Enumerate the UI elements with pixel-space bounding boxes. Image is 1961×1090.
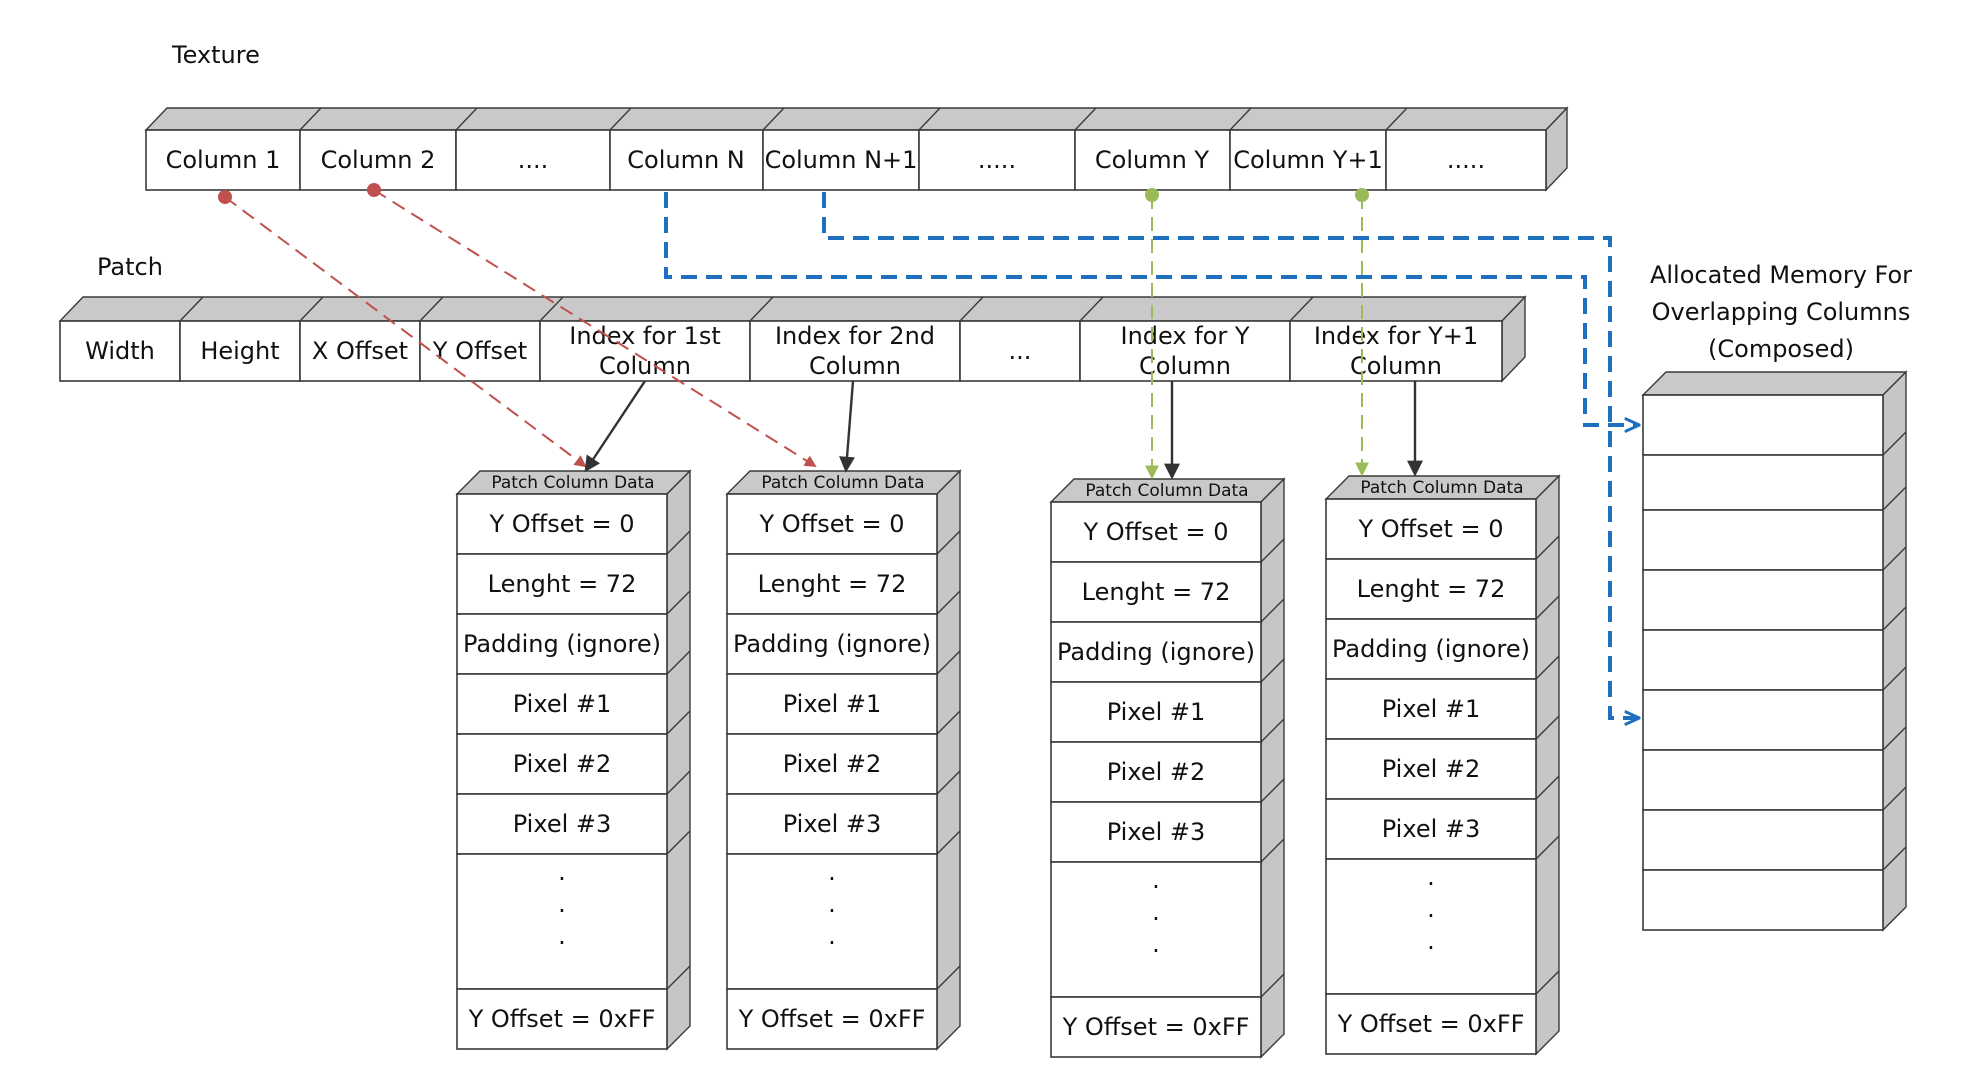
stack-1-row-length: Lenght = 72 bbox=[488, 570, 637, 598]
stack-1-dot-1: . bbox=[558, 858, 566, 886]
stack-2-row-length: Lenght = 72 bbox=[758, 570, 907, 598]
stack-1-header: Patch Column Data bbox=[491, 473, 654, 493]
texture-row: Column 1 Column 2 .... Column N Column N… bbox=[144, 106, 1569, 192]
stack-1-row-pixel-2: Pixel #2 bbox=[513, 750, 612, 778]
stack-3-dot-3: . bbox=[1152, 930, 1160, 958]
stack-3-header: Patch Column Data bbox=[1085, 481, 1248, 501]
texture-cell-ellipsis-1: .... bbox=[518, 146, 549, 174]
patch-cell-index-2nd-line2: Column bbox=[809, 352, 901, 380]
stack-4-dot-2: . bbox=[1427, 895, 1435, 923]
texture-cell-ellipsis-3: ..... bbox=[1447, 146, 1485, 174]
stack-3-row-pixel-3: Pixel #3 bbox=[1107, 818, 1206, 846]
allocated-title-line3: (Composed) bbox=[1708, 335, 1854, 363]
green-link-column-y-origin bbox=[1145, 188, 1159, 202]
blue-connectors bbox=[664, 192, 1638, 718]
stack-2-dot-1: . bbox=[828, 858, 836, 886]
texture-cell-column-y: Column Y bbox=[1095, 146, 1210, 174]
stack-1-row-pixel-1: Pixel #1 bbox=[513, 690, 612, 718]
patch-column-stack-3: Patch Column Data Y Offset = 0 Lenght = … bbox=[1049, 477, 1286, 1059]
patch-cell-index-1st-line2: Column bbox=[599, 352, 691, 380]
stack-2-row-y-offset: Y Offset = 0 bbox=[758, 510, 904, 538]
patch-cell-x-offset: X Offset bbox=[312, 337, 408, 365]
texture-cell-column-n-plus-1: Column N+1 bbox=[765, 146, 918, 174]
stack-3-dot-2: . bbox=[1152, 898, 1160, 926]
stack-4-row-pixel-2: Pixel #2 bbox=[1382, 755, 1481, 783]
red-link-column-1 bbox=[224, 196, 587, 468]
stack-3-dot-1: . bbox=[1152, 866, 1160, 894]
patch-column-stack-2: Patch Column Data Y Offset = 0 Lenght = … bbox=[725, 469, 962, 1051]
stack-3-row-padding: Padding (ignore) bbox=[1057, 638, 1255, 666]
patch-cell-index-y-line1: Index for Y bbox=[1121, 322, 1250, 350]
stack-1-row-padding: Padding (ignore) bbox=[463, 630, 661, 658]
stack-4-row-y-offset: Y Offset = 0 bbox=[1357, 515, 1503, 543]
patch-cell-index-y1-line2: Column bbox=[1350, 352, 1442, 380]
stack-2-header: Patch Column Data bbox=[761, 473, 924, 493]
blue-link-column-n-plus-1 bbox=[822, 192, 1638, 718]
red-connectors bbox=[218, 183, 817, 468]
stack-1-row-pixel-3: Pixel #3 bbox=[513, 810, 612, 838]
stack-2-row-y-offset-end: Y Offset = 0xFF bbox=[738, 1005, 926, 1033]
black-link-index-2nd bbox=[839, 380, 856, 473]
patch-cell-width: Width bbox=[85, 337, 155, 365]
texture-cell-column-2: Column 2 bbox=[321, 146, 436, 174]
allocated-title-line2: Overlapping Columns bbox=[1652, 298, 1911, 326]
stack-3-row-pixel-2: Pixel #2 bbox=[1107, 758, 1206, 786]
stack-4-dot-1: . bbox=[1427, 863, 1435, 891]
stack-4-header: Patch Column Data bbox=[1360, 478, 1523, 498]
patch-cell-index-1st-line1: Index for 1st bbox=[569, 322, 721, 350]
stack-3-row-pixel-1: Pixel #1 bbox=[1107, 698, 1206, 726]
texture-cell-column-n: Column N bbox=[627, 146, 745, 174]
stack-2-row-pixel-3: Pixel #3 bbox=[783, 810, 882, 838]
allocated-memory-stack bbox=[1641, 370, 1908, 932]
stack-4-row-y-offset-end: Y Offset = 0xFF bbox=[1337, 1010, 1525, 1038]
stack-1-row-y-offset-end: Y Offset = 0xFF bbox=[468, 1005, 656, 1033]
patch-cell-ellipsis: ... bbox=[1009, 337, 1032, 365]
patch-cell-height: Height bbox=[200, 337, 279, 365]
stack-2-row-padding: Padding (ignore) bbox=[733, 630, 931, 658]
stack-4-row-pixel-1: Pixel #1 bbox=[1382, 695, 1481, 723]
allocated-title-line1: Allocated Memory For bbox=[1650, 261, 1912, 289]
stack-2-row-pixel-1: Pixel #1 bbox=[783, 690, 882, 718]
patch-cell-index-y-line2: Column bbox=[1139, 352, 1231, 380]
stack-1-dot-2: . bbox=[558, 890, 566, 918]
stack-1-dot-3: . bbox=[558, 922, 566, 950]
black-connectors bbox=[584, 380, 1423, 480]
stack-2-row-pixel-2: Pixel #2 bbox=[783, 750, 882, 778]
patch-column-stack-4: Patch Column Data Y Offset = 0 Lenght = … bbox=[1324, 474, 1561, 1056]
stack-3-row-y-offset: Y Offset = 0 bbox=[1082, 518, 1228, 546]
blue-link-column-n bbox=[664, 192, 1638, 425]
patch-cell-index-y1-line1: Index for Y+1 bbox=[1314, 322, 1478, 350]
red-link-column-1-origin bbox=[218, 190, 232, 204]
stack-4-row-pixel-3: Pixel #3 bbox=[1382, 815, 1481, 843]
stack-4-row-padding: Padding (ignore) bbox=[1332, 635, 1530, 663]
stack-3-row-length: Lenght = 72 bbox=[1082, 578, 1231, 606]
patch-row: Width Height X Offset Y Offset Index for… bbox=[58, 295, 1527, 383]
texture-cell-ellipsis-2: ..... bbox=[978, 146, 1016, 174]
green-link-column-y1-origin bbox=[1355, 188, 1369, 202]
stack-4-row-length: Lenght = 72 bbox=[1357, 575, 1506, 603]
patch-cell-index-2nd-line1: Index for 2nd bbox=[775, 322, 935, 350]
patch-column-stack-1: Patch Column Data Y Offset = 0 Lenght = … bbox=[455, 469, 692, 1051]
texture-cell-column-y-plus-1: Column Y+1 bbox=[1233, 146, 1383, 174]
texture-label: Texture bbox=[171, 41, 260, 69]
stack-1-row-y-offset: Y Offset = 0 bbox=[488, 510, 634, 538]
texture-cell-column-1: Column 1 bbox=[166, 146, 281, 174]
red-link-column-2-origin bbox=[367, 183, 381, 197]
stack-3-row-y-offset-end: Y Offset = 0xFF bbox=[1062, 1013, 1250, 1041]
stack-4-dot-3: . bbox=[1427, 927, 1435, 955]
patch-cell-y-offset: Y Offset bbox=[432, 337, 527, 365]
green-connectors bbox=[1145, 188, 1369, 480]
stack-2-dot-2: . bbox=[828, 890, 836, 918]
black-link-index-1st bbox=[584, 380, 647, 473]
patch-label: Patch bbox=[97, 253, 163, 281]
stack-2-dot-3: . bbox=[828, 922, 836, 950]
